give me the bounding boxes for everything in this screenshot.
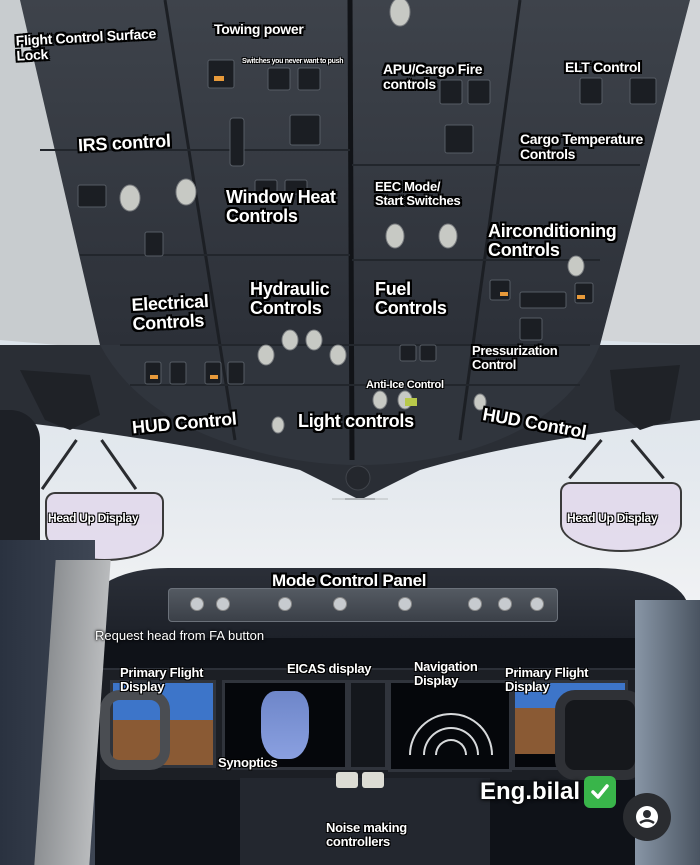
label-towing-power: Towing power — [214, 21, 304, 37]
watermark: Eng.bilal — [480, 776, 617, 808]
label-mode-control-panel: Mode Control Panel — [272, 571, 427, 590]
label-synoptics: Synoptics — [218, 755, 278, 770]
label-pressurization: Pressurization Control — [472, 343, 558, 372]
label-elt-control: ELT Control — [565, 59, 641, 75]
check-mark-icon — [584, 776, 617, 808]
overhead-panel — [0, 0, 700, 500]
first-officer-yoke[interactable] — [555, 690, 645, 780]
label-primary-flight-display-right: Primary Flight Display — [505, 665, 589, 694]
label-apu-cargo-fire: APU/Cargo Fire controls — [383, 61, 483, 92]
head-up-display-right — [560, 482, 682, 552]
eicas-synoptics-screen — [222, 680, 348, 770]
label-primary-flight-display-left: Primary Flight Display — [120, 665, 204, 694]
captain-yoke[interactable] — [100, 690, 170, 770]
label-head-up-display-left: Head Up Display — [48, 511, 139, 525]
standby-instrument — [348, 680, 388, 770]
label-request-head: Request head from FA button — [95, 628, 265, 643]
user-profile-icon[interactable] — [623, 793, 671, 841]
label-eec-mode: EEC Mode/ Start Switches — [375, 179, 461, 208]
label-switches-never-push: Switches you never want to push — [242, 58, 344, 65]
label-head-up-display-right: Head Up Display — [567, 511, 658, 525]
label-hydraulic: Hydraulic Controls — [250, 279, 330, 318]
label-window-heat: Window Heat Controls — [226, 187, 336, 226]
label-cargo-temperature: Cargo Temperature Controls — [520, 131, 644, 162]
watermark-name: Eng.bilal — [480, 778, 581, 805]
label-light-controls: Light controls — [298, 411, 414, 431]
label-electrical: Electrical Controls — [131, 291, 210, 334]
thrust-lever-right[interactable] — [362, 772, 384, 788]
thrust-lever-left[interactable] — [336, 772, 358, 788]
label-noise-making-controllers: Noise making controllers — [326, 820, 407, 849]
navigation-display-screen — [388, 680, 512, 772]
label-navigation-display: Navigation Display — [414, 659, 478, 688]
label-eicas-display: EICAS display — [287, 661, 372, 676]
label-airconditioning: Airconditioning Controls — [488, 221, 617, 260]
center-pedestal — [240, 778, 490, 865]
label-fuel: Fuel Controls — [375, 279, 447, 318]
label-anti-ice: Anti-Ice Control — [366, 379, 444, 391]
mode-control-panel[interactable] — [168, 588, 558, 622]
